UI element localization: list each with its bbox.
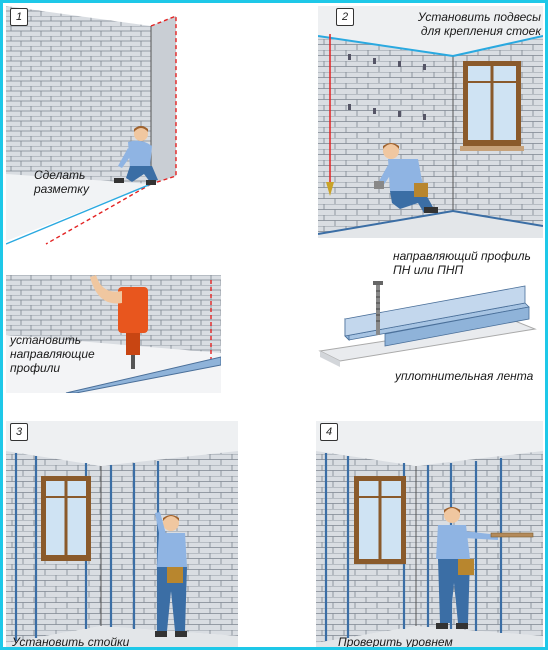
guide-profile-illustration [6,275,221,393]
worker-figure [155,512,187,637]
guide-profiles-caption: установить направляющие профили [10,333,95,375]
panel-step-1: 1 Сделать разметку [6,6,178,246]
brick-wall-left [318,36,453,234]
brick-wall-right [416,451,543,636]
screw-icon [373,281,383,335]
panel-step-3: 3 Установить стойки [6,421,238,647]
level-icon [490,532,534,538]
screwdriver-icon [374,181,384,189]
tape-label: уплотнительная лента [395,369,534,383]
guide-profile-floor [65,356,221,393]
window [41,476,91,561]
window [354,476,406,564]
hanger-marks [348,54,426,120]
brick-wall-side [151,16,176,184]
marking-line-red [150,14,177,185]
step-3-illustration [6,421,238,647]
worker-figure [436,507,498,629]
step-4-caption: Проверить уровнем [338,635,453,647]
step-2-illustration [318,6,543,238]
step-2-caption: Установить подвесы для крепления стоек [417,10,541,38]
step-number: 4 [320,423,338,441]
step-number: 2 [336,8,354,26]
step-number: 3 [10,423,28,441]
step-number: 1 [10,8,28,26]
panel-step-2: 2 Установить подвесы для крепления стоек [318,6,543,238]
worker-figure [374,143,438,213]
marking-line-blue [6,183,152,245]
guide-profile [344,285,530,347]
panel-profile-detail: направляющий профиль ПН или ПНП уплотнит… [315,241,543,399]
brick-wall [6,275,221,353]
profile-label: направляющий профиль ПН или ПНП [393,249,531,277]
worker-figure [114,126,158,185]
plumb-bob-icon [326,34,334,196]
panel-guide-profiles: установить направляющие профили [6,275,221,393]
step-1-caption: Сделать разметку [34,168,89,196]
window [460,61,524,151]
drill-icon [90,275,148,369]
panel-step-4: 4 Проверить уровнем [316,421,543,647]
step-4-illustration [316,421,543,647]
profile-detail-illustration [318,281,537,367]
floor [318,211,543,238]
step-1-illustration [6,6,177,245]
brick-wall-back [6,6,151,184]
step-3-caption: Установить стойки [12,635,130,647]
